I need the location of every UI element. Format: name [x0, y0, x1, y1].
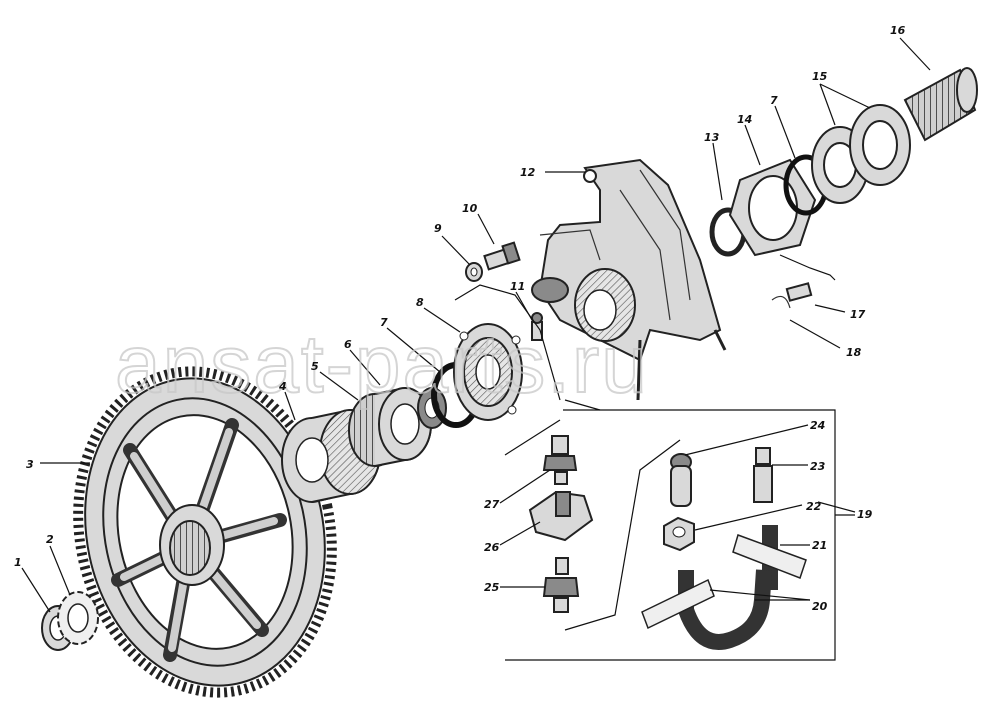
callout-24: 24 — [810, 419, 825, 432]
callout-14: 14 — [737, 113, 752, 126]
callout-27: 27 — [484, 498, 500, 511]
callout-12: 12 — [520, 166, 536, 179]
u-tube-20 — [641, 569, 772, 650]
callout-26: 26 — [484, 541, 500, 554]
bolt — [483, 241, 521, 271]
watermark-text: ansat-parts.ru — [115, 319, 649, 410]
callout-17: 17 — [850, 308, 866, 321]
plug-24 — [670, 453, 692, 507]
callout-4: 4 — [278, 380, 287, 393]
washer-small — [465, 262, 483, 282]
callout-3: 3 — [26, 458, 34, 471]
fitting-nipple-27 — [542, 435, 578, 485]
union-23 — [753, 447, 773, 503]
callout-7-left: 7 — [380, 316, 388, 329]
callout-labels: 1 2 3 4 5 6 7 8 9 10 11 12 13 14 7 15 16… — [14, 24, 906, 613]
callout-5: 5 — [311, 360, 319, 373]
callout-20: 20 — [812, 600, 828, 613]
callout-2: 2 — [46, 533, 54, 546]
roller-bearing — [348, 386, 432, 467]
fitting-nipple-25 — [542, 557, 580, 613]
callout-11: 11 — [510, 280, 525, 293]
ball-bearing-pair — [811, 104, 911, 204]
callout-8: 8 — [416, 296, 424, 309]
callout-19: 19 — [857, 508, 873, 521]
callout-6: 6 — [344, 338, 352, 351]
callout-leaders — [21, 37, 931, 613]
large-spur-gear — [73, 366, 337, 698]
callout-15: 15 — [812, 70, 828, 83]
callout-13: 13 — [704, 131, 720, 144]
callout-7-right: 7 — [770, 94, 778, 107]
callout-10: 10 — [462, 202, 478, 215]
callout-22: 22 — [806, 500, 822, 513]
callout-1: 1 — [14, 556, 22, 569]
assembly-guide-lines — [454, 254, 836, 411]
callout-25: 25 — [484, 581, 500, 594]
callout-23: 23 — [810, 460, 826, 473]
bracket-housing — [531, 158, 727, 401]
bolt-right — [771, 282, 813, 309]
callout-9: 9 — [434, 222, 442, 235]
group-bracket-19 — [504, 409, 855, 661]
callout-16: 16 — [890, 24, 906, 37]
callout-18: 18 — [846, 346, 862, 359]
splined-shaft — [903, 67, 978, 142]
bearing-cover-flange — [453, 323, 523, 421]
tab-washer — [57, 591, 99, 645]
callout-21: 21 — [812, 539, 827, 552]
bearing-flange-right — [728, 158, 817, 257]
nut-22 — [663, 516, 695, 552]
flange-adapter-26 — [528, 490, 594, 542]
